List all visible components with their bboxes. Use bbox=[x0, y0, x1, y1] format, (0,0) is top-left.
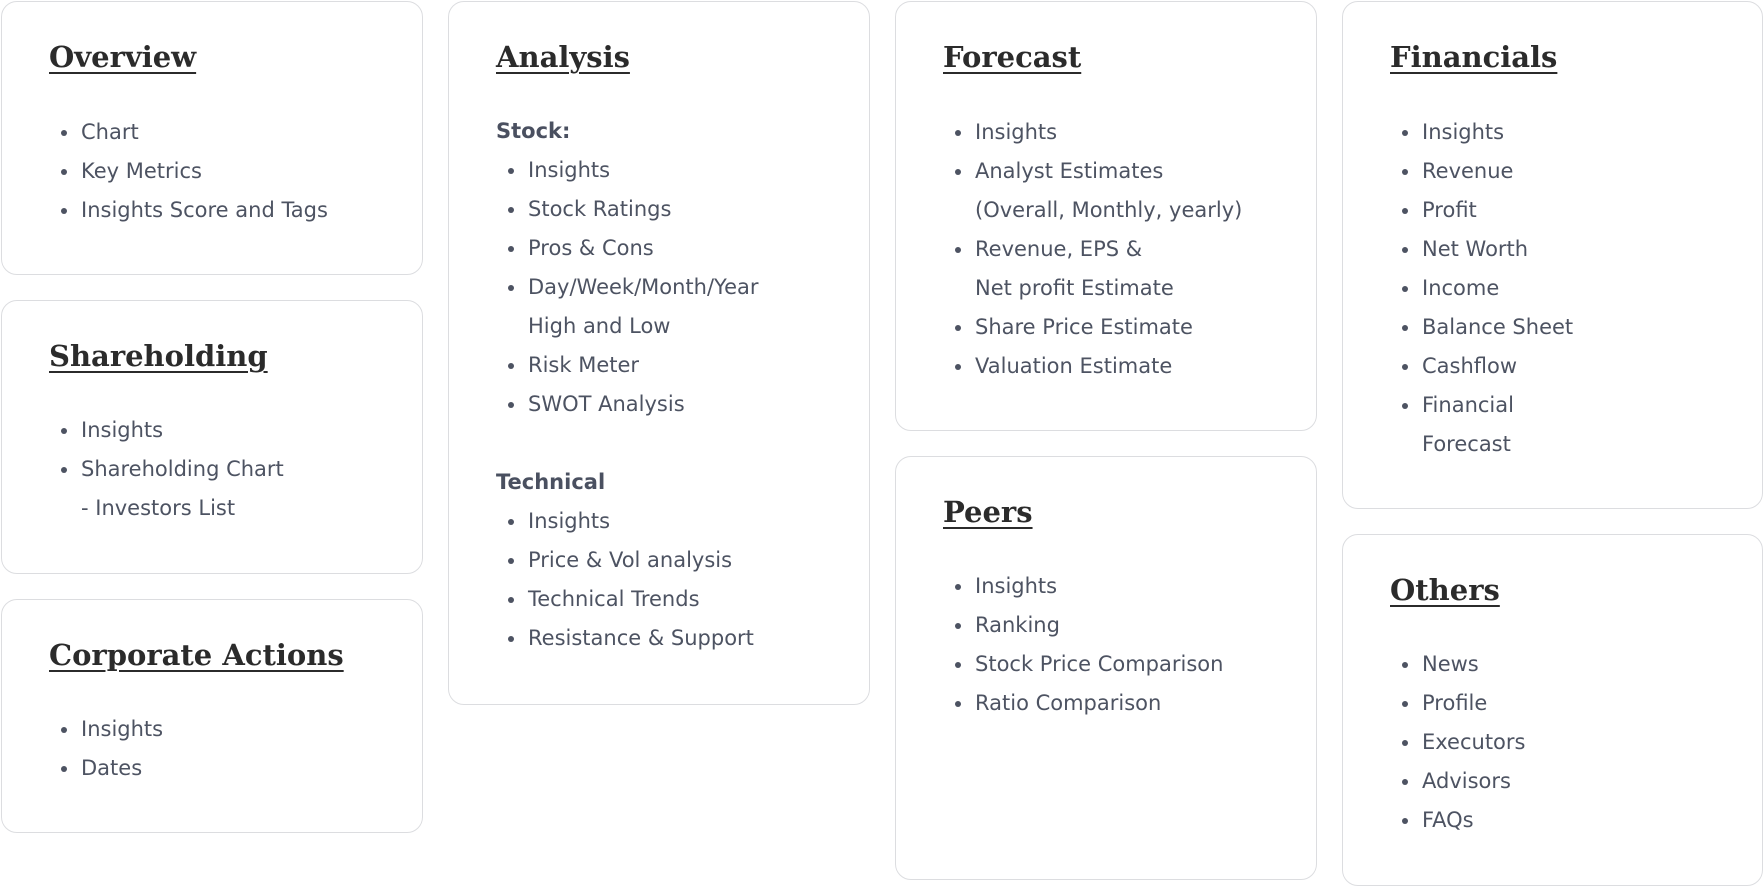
corporate-actions-card: Corporate Actions Insights Dates bbox=[1, 599, 423, 833]
shareholding-item-investors[interactable]: - Investors List bbox=[81, 496, 236, 520]
technical-item-trends[interactable]: Technical Trends bbox=[496, 580, 754, 619]
forecast-list: Insights Analyst Estimates (Overall, Mon… bbox=[943, 113, 1242, 386]
forecast-item-analyst-estimates[interactable]: Analyst Estimates bbox=[943, 152, 1242, 191]
others-item-profile[interactable]: Profile bbox=[1390, 684, 1525, 723]
forecast-item-valuation[interactable]: Valuation Estimate bbox=[943, 347, 1242, 386]
financials-item-forecast[interactable]: Forecast bbox=[1422, 432, 1511, 456]
technical-item-insights[interactable]: Insights bbox=[496, 502, 754, 541]
peers-item-stock-price-comparison[interactable]: Stock Price Comparison bbox=[943, 645, 1223, 684]
financials-item-revenue[interactable]: Revenue bbox=[1390, 152, 1573, 191]
overview-card: Overview Chart Key Metrics Insights Scor… bbox=[1, 1, 423, 275]
shareholding-card: Shareholding Insights Shareholding Chart… bbox=[1, 300, 423, 574]
analysis-item-stock-ratings[interactable]: Stock Ratings bbox=[496, 190, 759, 229]
others-item-news[interactable]: News bbox=[1390, 645, 1525, 684]
overview-item-insights-score[interactable]: Insights Score and Tags bbox=[49, 191, 328, 230]
financials-item-insights[interactable]: Insights bbox=[1390, 113, 1573, 152]
shareholding-item-chart[interactable]: Shareholding Chart bbox=[49, 450, 284, 489]
forecast-item-net-profit[interactable]: Net profit Estimate bbox=[975, 276, 1174, 300]
forecast-item-revenue-eps[interactable]: Revenue, EPS & bbox=[943, 230, 1242, 269]
financials-item-profit[interactable]: Profit bbox=[1390, 191, 1573, 230]
others-item-faqs[interactable]: FAQs bbox=[1390, 801, 1525, 840]
analysis-item-day-week[interactable]: Day/Week/Month/Year bbox=[496, 268, 759, 307]
shareholding-list: Insights Shareholding Chart - Investors … bbox=[49, 411, 284, 528]
forecast-item-insights[interactable]: Insights bbox=[943, 113, 1242, 152]
technical-item-resistance[interactable]: Resistance & Support bbox=[496, 619, 754, 658]
peers-card: Peers Insights Ranking Stock Price Compa… bbox=[895, 456, 1317, 880]
peers-item-ranking[interactable]: Ranking bbox=[943, 606, 1223, 645]
shareholding-title[interactable]: Shareholding bbox=[49, 339, 268, 373]
analysis-technical-list: Insights Price & Vol analysis Technical … bbox=[496, 502, 754, 658]
analysis-item-high-low[interactable]: High and Low bbox=[528, 314, 671, 338]
analysis-card: Analysis Stock: Insights Stock Ratings P… bbox=[448, 1, 870, 705]
financials-item-income[interactable]: Income bbox=[1390, 269, 1573, 308]
peers-item-insights[interactable]: Insights bbox=[943, 567, 1223, 606]
analysis-item-insights[interactable]: Insights bbox=[496, 151, 759, 190]
analysis-item-swot[interactable]: SWOT Analysis bbox=[496, 385, 759, 424]
others-item-executors[interactable]: Executors bbox=[1390, 723, 1525, 762]
peers-item-ratio-comparison[interactable]: Ratio Comparison bbox=[943, 684, 1223, 723]
technical-item-price-vol[interactable]: Price & Vol analysis bbox=[496, 541, 754, 580]
others-title[interactable]: Others bbox=[1390, 573, 1500, 607]
analysis-title[interactable]: Analysis bbox=[496, 40, 630, 74]
financials-item-cashflow[interactable]: Cashflow bbox=[1390, 347, 1573, 386]
overview-item-key-metrics[interactable]: Key Metrics bbox=[49, 152, 328, 191]
overview-title[interactable]: Overview bbox=[49, 40, 197, 74]
analysis-item-pros-cons[interactable]: Pros & Cons bbox=[496, 229, 759, 268]
overview-item-chart[interactable]: Chart bbox=[49, 113, 328, 152]
technical-subheading: Technical bbox=[496, 470, 606, 494]
others-list: News Profile Executors Advisors FAQs bbox=[1390, 645, 1525, 840]
forecast-card: Forecast Insights Analyst Estimates (Ove… bbox=[895, 1, 1317, 431]
forecast-item-analyst-estimates-detail[interactable]: (Overall, Monthly, yearly) bbox=[975, 198, 1243, 222]
shareholding-item-insights[interactable]: Insights bbox=[49, 411, 284, 450]
financials-card: Financials Insights Revenue Profit Net W… bbox=[1342, 1, 1763, 509]
forecast-title[interactable]: Forecast bbox=[943, 40, 1082, 74]
overview-list: Chart Key Metrics Insights Score and Tag… bbox=[49, 113, 328, 230]
corporate-actions-list: Insights Dates bbox=[49, 710, 163, 788]
peers-list: Insights Ranking Stock Price Comparison … bbox=[943, 567, 1223, 723]
others-card: Others News Profile Executors Advisors F… bbox=[1342, 534, 1763, 886]
financials-item-financial[interactable]: Financial bbox=[1390, 386, 1573, 425]
peers-title[interactable]: Peers bbox=[943, 495, 1033, 529]
financials-list: Insights Revenue Profit Net Worth Income… bbox=[1390, 113, 1573, 464]
others-item-advisors[interactable]: Advisors bbox=[1390, 762, 1525, 801]
financials-title[interactable]: Financials bbox=[1390, 40, 1558, 74]
financials-item-balance-sheet[interactable]: Balance Sheet bbox=[1390, 308, 1573, 347]
corporate-actions-item-insights[interactable]: Insights bbox=[49, 710, 163, 749]
financials-item-net-worth[interactable]: Net Worth bbox=[1390, 230, 1573, 269]
stock-subheading: Stock: bbox=[496, 119, 571, 143]
corporate-actions-item-dates[interactable]: Dates bbox=[49, 749, 163, 788]
analysis-stock-list: Insights Stock Ratings Pros & Cons Day/W… bbox=[496, 151, 759, 424]
forecast-item-share-price[interactable]: Share Price Estimate bbox=[943, 308, 1242, 347]
analysis-item-risk-meter[interactable]: Risk Meter bbox=[496, 346, 759, 385]
corporate-actions-title[interactable]: Corporate Actions bbox=[49, 638, 344, 672]
